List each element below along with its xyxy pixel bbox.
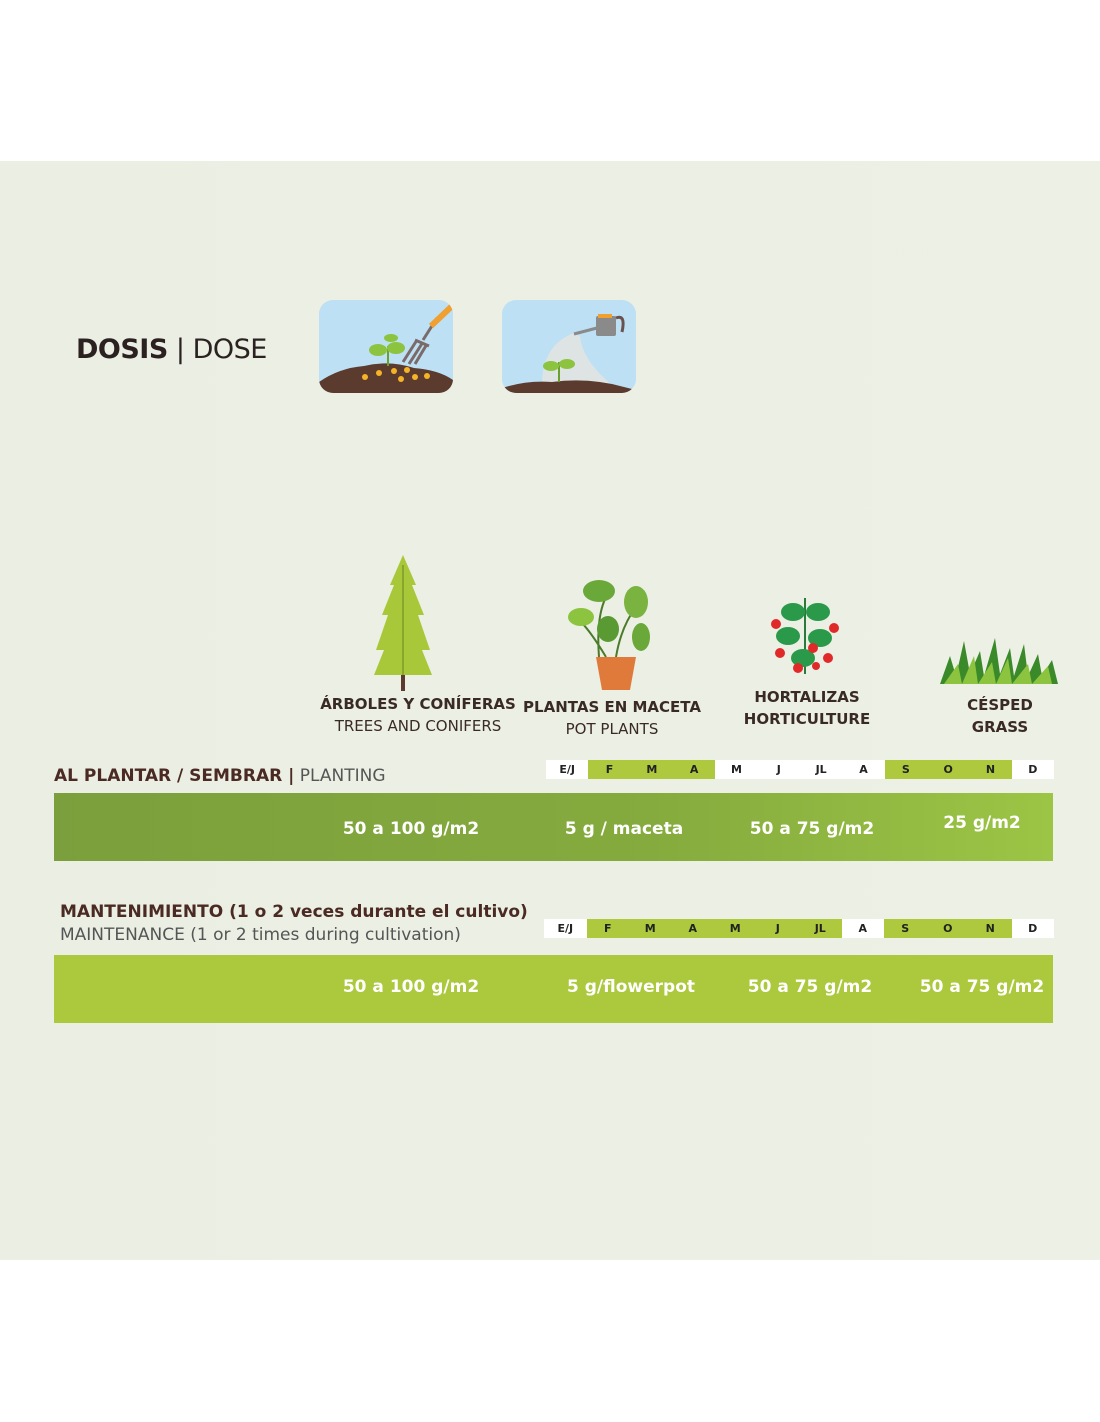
month-cell: JL xyxy=(815,763,827,776)
month-cell: S xyxy=(884,919,927,938)
month-cell: J xyxy=(776,763,781,776)
grass-icon xyxy=(940,638,1058,684)
month-cell: E/J xyxy=(557,922,574,935)
dose-trees: 50 a 100 g/m2 xyxy=(342,977,480,997)
page-title: DOSIS | DOSE xyxy=(76,334,267,365)
tomato-plant-icon xyxy=(771,598,839,674)
month-cell: N xyxy=(969,760,1012,779)
month-cell: F xyxy=(586,919,629,938)
month-cell: A xyxy=(671,919,714,938)
pot-plant-icon xyxy=(568,580,650,690)
fertilize-soil-illustration xyxy=(319,300,453,393)
dose-pot-plants: 5 g/flowerpot xyxy=(567,977,695,997)
month-cell: D xyxy=(1028,763,1038,776)
dose-horticulture: 50 a 75 g/m2 xyxy=(747,977,873,997)
month-cell: S xyxy=(884,760,927,779)
month-cell: A xyxy=(858,922,867,935)
month-cell: M xyxy=(731,763,742,776)
month-cell: O xyxy=(926,760,970,779)
dose-grass: 50 a 75 g/m2 xyxy=(919,977,1045,997)
maintenance-dose-bar: 50 a 100 g/m2 5 g/flowerpot 50 a 75 g/m2… xyxy=(54,955,1053,1023)
month-cell: N xyxy=(969,919,1012,938)
month-cell: O xyxy=(926,919,969,938)
dose-grass: 25 g/m2 xyxy=(943,813,1021,833)
month-cell: M xyxy=(714,919,757,938)
planting-dose-bar: 50 a 100 g/m2 5 g / maceta 50 a 75 g/m2 … xyxy=(54,793,1053,861)
month-cell: M xyxy=(629,919,672,938)
month-cell: E/J xyxy=(559,763,575,776)
dose-pot-plants: 5 g / maceta xyxy=(564,819,684,839)
conifer-tree-icon xyxy=(374,555,432,691)
watering-illustration xyxy=(502,300,636,393)
dose-horticulture: 50 a 75 g/m2 xyxy=(749,819,875,839)
month-cell: M xyxy=(630,760,673,779)
month-cell: A xyxy=(859,763,868,776)
dose-trees: 50 a 100 g/m2 xyxy=(342,819,480,839)
month-cell: J xyxy=(756,919,799,938)
month-cell: D xyxy=(1028,922,1038,935)
month-cell: A xyxy=(672,760,716,779)
month-cell: F xyxy=(588,760,631,779)
month-cell: JL xyxy=(799,919,842,938)
planting-label: AL PLANTAR / SEMBRAR | PLANTING xyxy=(54,766,386,786)
maintenance-label: MANTENIMIENTO (1 o 2 veces durante el cu… xyxy=(60,902,528,945)
